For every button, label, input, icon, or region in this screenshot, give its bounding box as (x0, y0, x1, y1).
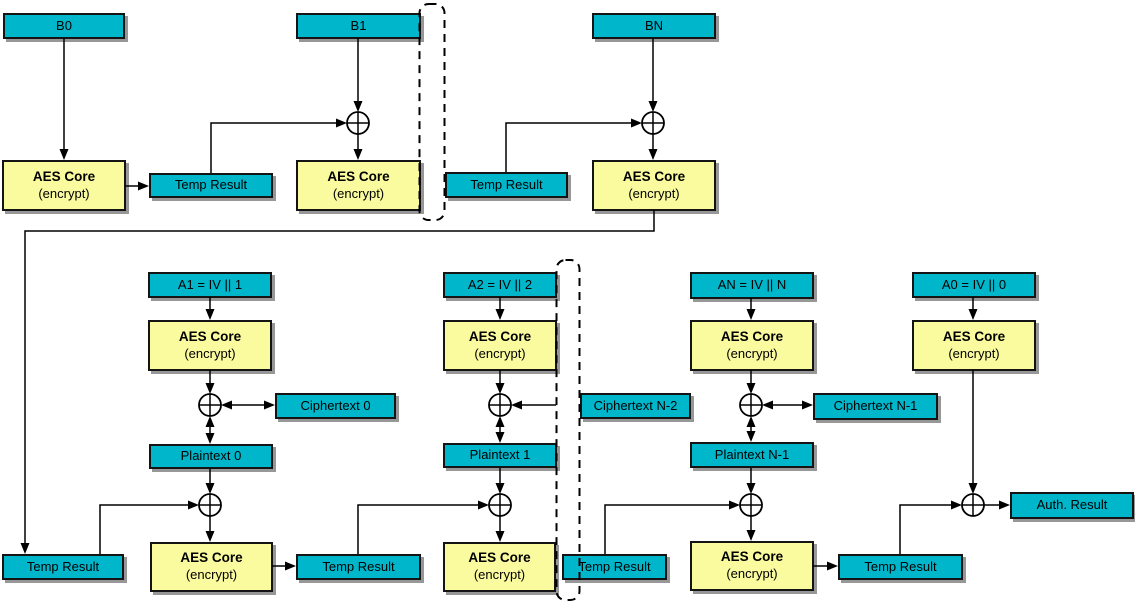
aes-core-title: AES Core (32, 168, 96, 184)
xor-icon (641, 111, 665, 135)
plaintext-n1-block: Plaintext N-1 (690, 442, 814, 468)
aes-core-a1-bottom: AES Core (encrypt) (150, 542, 273, 592)
aes-core-title: AES Core (468, 328, 532, 344)
xor-icon (488, 393, 512, 417)
aes-core-title: AES Core (468, 550, 531, 566)
an-block: AN = IV || N (690, 272, 814, 299)
aes-core-title: AES Core (180, 550, 243, 566)
b1-block: B1 (296, 13, 421, 39)
aes-core-an-bottom: AES Core (encrypt) (690, 541, 814, 591)
a2-block: A2 = IV || 2 (443, 272, 557, 298)
bn-block: BN (592, 13, 716, 39)
aes-core-title: AES Core (622, 168, 686, 184)
aes-core-subtitle: (encrypt) (184, 345, 236, 361)
temp-result-bottom-3: Temp Result (562, 554, 667, 580)
aes-core-subtitle: (encrypt) (474, 345, 526, 361)
aes-core-subtitle: (encrypt) (38, 185, 90, 201)
aes-core-subtitle: (encrypt) (726, 345, 778, 361)
xor-icon (198, 493, 222, 517)
xor-icon (488, 493, 512, 517)
aes-core-subtitle: (encrypt) (948, 345, 1000, 361)
temp-result-bottom-4: Temp Result (838, 554, 963, 580)
a1-block: A1 = IV || 1 (148, 272, 272, 298)
xor-icon (346, 111, 370, 135)
ciphertext-n1-block: Ciphertext N-1 (813, 393, 938, 420)
xor-icon (198, 393, 222, 417)
temp-result-top-1: Temp Result (149, 173, 273, 198)
aes-core-a0: AES Core (encrypt) (912, 320, 1036, 371)
continuation-marker-top (418, 3, 446, 221)
ciphertext-0-block: Ciphertext 0 (275, 393, 396, 419)
aes-core-a2-bottom: AES Core (encrypt) (443, 542, 556, 592)
aes-core-a2: AES Core (encrypt) (443, 320, 557, 371)
xor-icon (739, 393, 763, 417)
temp-result-bottom-2: Temp Result (296, 554, 421, 580)
aes-core-subtitle: (encrypt) (332, 185, 385, 201)
aes-core-b1: AES Core (encrypt) (296, 160, 421, 211)
a0-block: A0 = IV || 0 (912, 272, 1036, 298)
aes-core-title: AES Core (178, 328, 242, 344)
aes-core-subtitle: (encrypt) (185, 567, 238, 583)
plaintext-1-block: Plaintext 1 (443, 443, 557, 468)
aes-core-title: AES Core (327, 168, 390, 184)
auth-result-block: Auth. Result (1010, 492, 1134, 519)
aes-core-bn: AES Core (encrypt) (592, 160, 716, 211)
temp-result-top-2: Temp Result (445, 172, 568, 198)
plaintext-0-block: Plaintext 0 (149, 444, 273, 469)
xor-icon (739, 493, 763, 517)
aes-core-title: AES Core (720, 328, 784, 344)
ciphertext-n2-block: Ciphertext N-2 (580, 393, 691, 419)
connector-lines (24, 38, 999, 567)
b0-block: B0 (3, 13, 125, 39)
aes-core-an: AES Core (encrypt) (690, 320, 814, 371)
xor-icon (961, 493, 985, 517)
temp-result-bottom-1: Temp Result (2, 554, 124, 580)
aes-core-title: AES Core (720, 549, 784, 565)
aes-core-subtitle: (encrypt) (726, 566, 778, 582)
continuation-marker-middle (555, 259, 581, 601)
aes-core-subtitle: (encrypt) (473, 567, 526, 583)
aes-core-b0: AES Core (encrypt) (2, 160, 126, 211)
aes-core-subtitle: (encrypt) (628, 185, 680, 201)
aes-core-title: AES Core (942, 328, 1006, 344)
aes-core-a1: AES Core (encrypt) (148, 320, 272, 371)
